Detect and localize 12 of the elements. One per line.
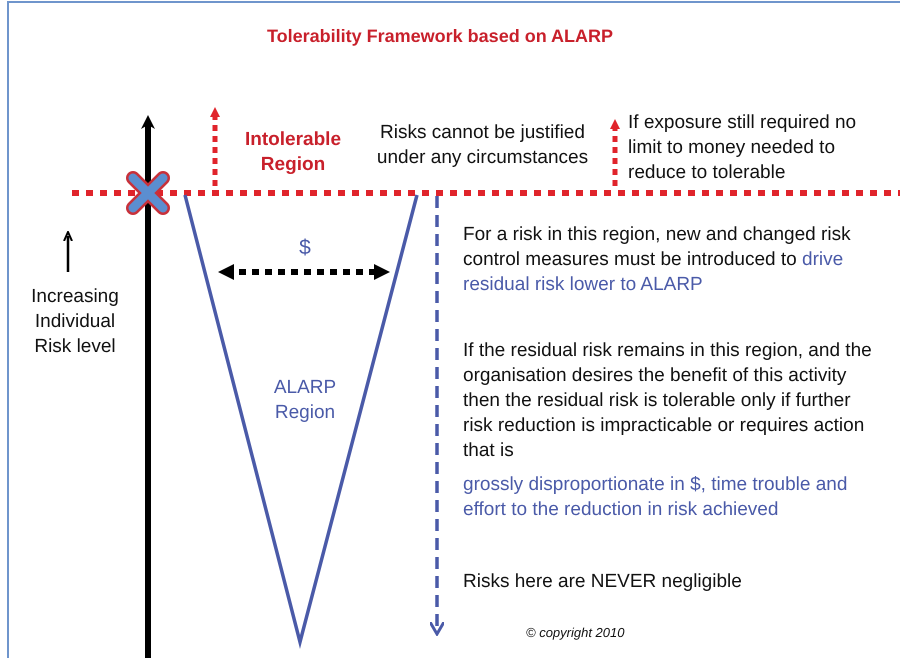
diagram-title: Tolerability Framework based on ALARP (266, 25, 614, 48)
paragraph: grossly disproportionate in $, time trouble and effort to the reduction in risk achieved (463, 473, 848, 522)
axis-label: Increasing Individual Risk level (30, 285, 120, 359)
note-text: Risks here are NEVER negligible (463, 570, 743, 594)
paragraph: If the residual risk remains in this region, and the organisation desires the benefit of this activity then the residual risk is tolerable only if further risk reduction is impracticable or requires action that is (463, 339, 873, 463)
note-text: Risks cannot be justified under any circumstances (376, 121, 590, 170)
copyright-text: © copyright 2010 (526, 624, 626, 642)
note-text: If exposure still required no limit to money needed to reduce to tolerable (628, 111, 858, 185)
paragraph: For a risk in this region, new and changed risk control measures must be introduced to drive residual risk lower to ALARP (463, 223, 852, 297)
region-label: Intolerable Region (244, 128, 342, 177)
region-label: ALARP Region (272, 376, 338, 425)
dimension-label: $ (298, 235, 312, 260)
